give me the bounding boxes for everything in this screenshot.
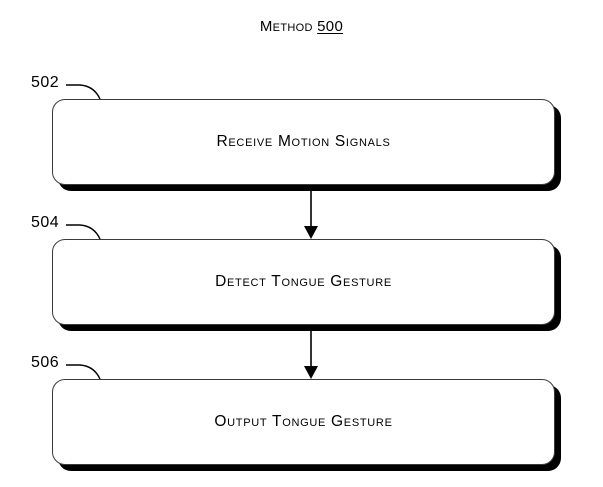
process-box-label: Detect Tongue Gesture <box>215 273 392 290</box>
box-face: Detect Tongue Gesture <box>52 239 555 325</box>
leader-line-506 <box>66 364 101 380</box>
reference-numeral-504: 504 <box>31 214 60 231</box>
reference-numeral-506: 506 <box>31 354 60 371</box>
reference-numeral-502: 502 <box>31 74 60 91</box>
figure-title: Method 500 <box>0 18 603 35</box>
box-face: Receive Motion Signals <box>52 99 555 185</box>
process-box-504: Detect Tongue Gesture <box>52 239 561 331</box>
leader-line-504 <box>66 224 101 240</box>
leader-line-502 <box>66 84 101 100</box>
arrowhead-504-506 <box>304 366 318 379</box>
process-box-label: Receive Motion Signals <box>216 133 391 150</box>
process-box-506: Output Tongue Gesture <box>52 379 561 471</box>
process-box-label: Output Tongue Gesture <box>214 413 393 430</box>
figure-title-number: 500 <box>317 18 344 35</box>
box-face: Output Tongue Gesture <box>52 379 555 465</box>
figure-title-word: Method <box>259 18 313 35</box>
process-box-502: Receive Motion Signals <box>52 99 561 191</box>
arrowhead-502-504 <box>304 226 318 239</box>
